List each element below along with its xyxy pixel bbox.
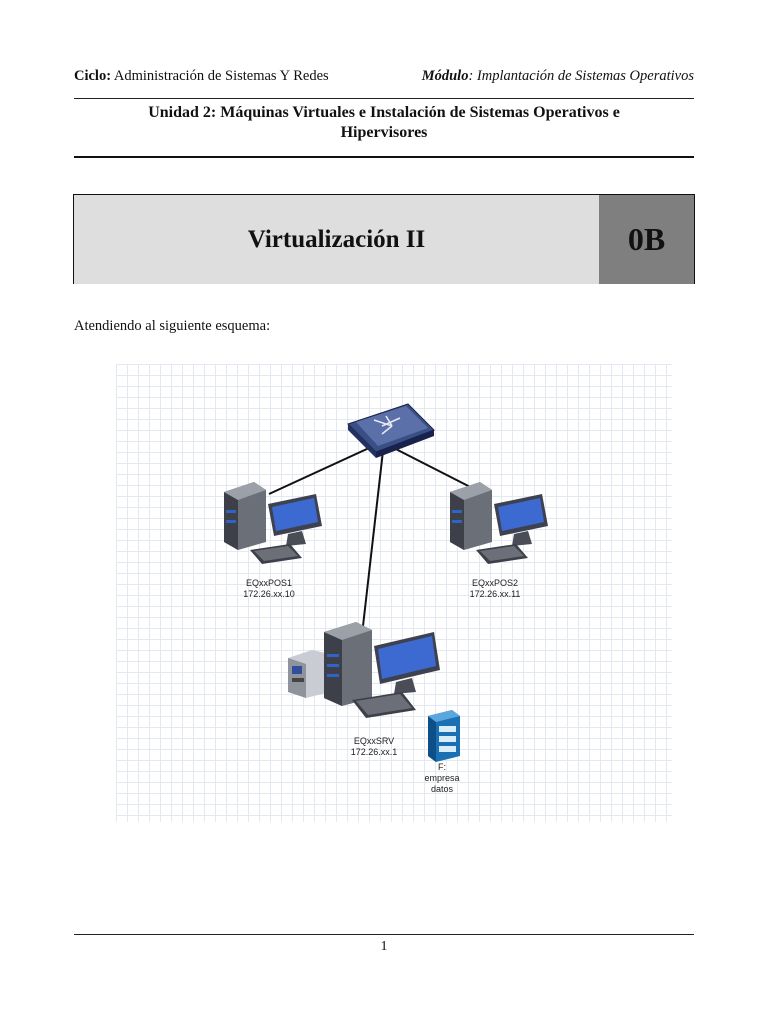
document-code: 0B [599, 195, 694, 284]
pos1-ip: 172.26.xx.10 [243, 589, 295, 599]
storage-line2: empresa [424, 773, 460, 783]
storage-label: F: empresa datos [412, 762, 472, 795]
ciclo-label: Ciclo: [74, 68, 112, 84]
header-ciclo: Ciclo: Administración de Sistemas Y Rede… [74, 68, 329, 85]
title-box: Virtualización II 0B [73, 194, 695, 284]
unit-title-line1: Unidad 2: Máquinas Virtuales e Instalaci… [148, 104, 620, 121]
computer-pos1-icon [224, 482, 322, 564]
srv-label: EQxxSRV 172.26.xx.1 [334, 736, 414, 758]
cable-switch-pos1 [268, 441, 383, 495]
storage-icon [428, 710, 460, 762]
document-title: Virtualización II [74, 195, 599, 284]
page-number: 1 [380, 939, 388, 954]
storage-line3: datos [430, 784, 454, 794]
ciclo-value: Administración de Sistemas Y Redes [113, 68, 329, 84]
switch-icon [347, 403, 435, 458]
pos1-name: EQxxPOS1 [245, 578, 292, 588]
storage-line1: F: [438, 762, 446, 772]
computer-pos2-icon [450, 482, 548, 564]
srv-name: EQxxSRV [353, 736, 395, 746]
cable-switch-srv [362, 441, 385, 627]
network-diagram-svg [224, 403, 548, 762]
unit-title-line2: Hipervisores [340, 124, 428, 141]
header-modulo: Módulo: Implantación de Sistemas Operati… [422, 68, 694, 85]
modulo-label: Módulo [421, 68, 469, 84]
cable-switch-pos2 [381, 441, 485, 495]
modulo-value: : Implantación de Sistemas Operativos [468, 68, 694, 84]
unit-title-divider [74, 156, 694, 158]
header-divider [74, 98, 694, 99]
pos1-label: EQxxPOS1 172.26.xx.10 [224, 578, 314, 600]
pos2-name: EQxxPOS2 [471, 578, 518, 588]
pos2-ip: 172.26.xx.11 [469, 589, 521, 599]
page-header: Ciclo: Administración de Sistemas Y Rede… [74, 68, 694, 88]
intro-text: Atendiendo al siguiente esquema: [74, 318, 271, 334]
srv-ip: 172.26.xx.1 [350, 747, 398, 757]
unit-title: Unidad 2: Máquinas Virtuales e Instalaci… [74, 103, 694, 143]
pos2-label: EQxxPOS2 172.26.xx.11 [450, 578, 540, 600]
network-diagram: EQxxPOS1 172.26.xx.10 EQxxPOS2 172.26.xx… [116, 364, 672, 822]
footer-divider [74, 934, 694, 935]
server-srv-icon [288, 622, 440, 718]
